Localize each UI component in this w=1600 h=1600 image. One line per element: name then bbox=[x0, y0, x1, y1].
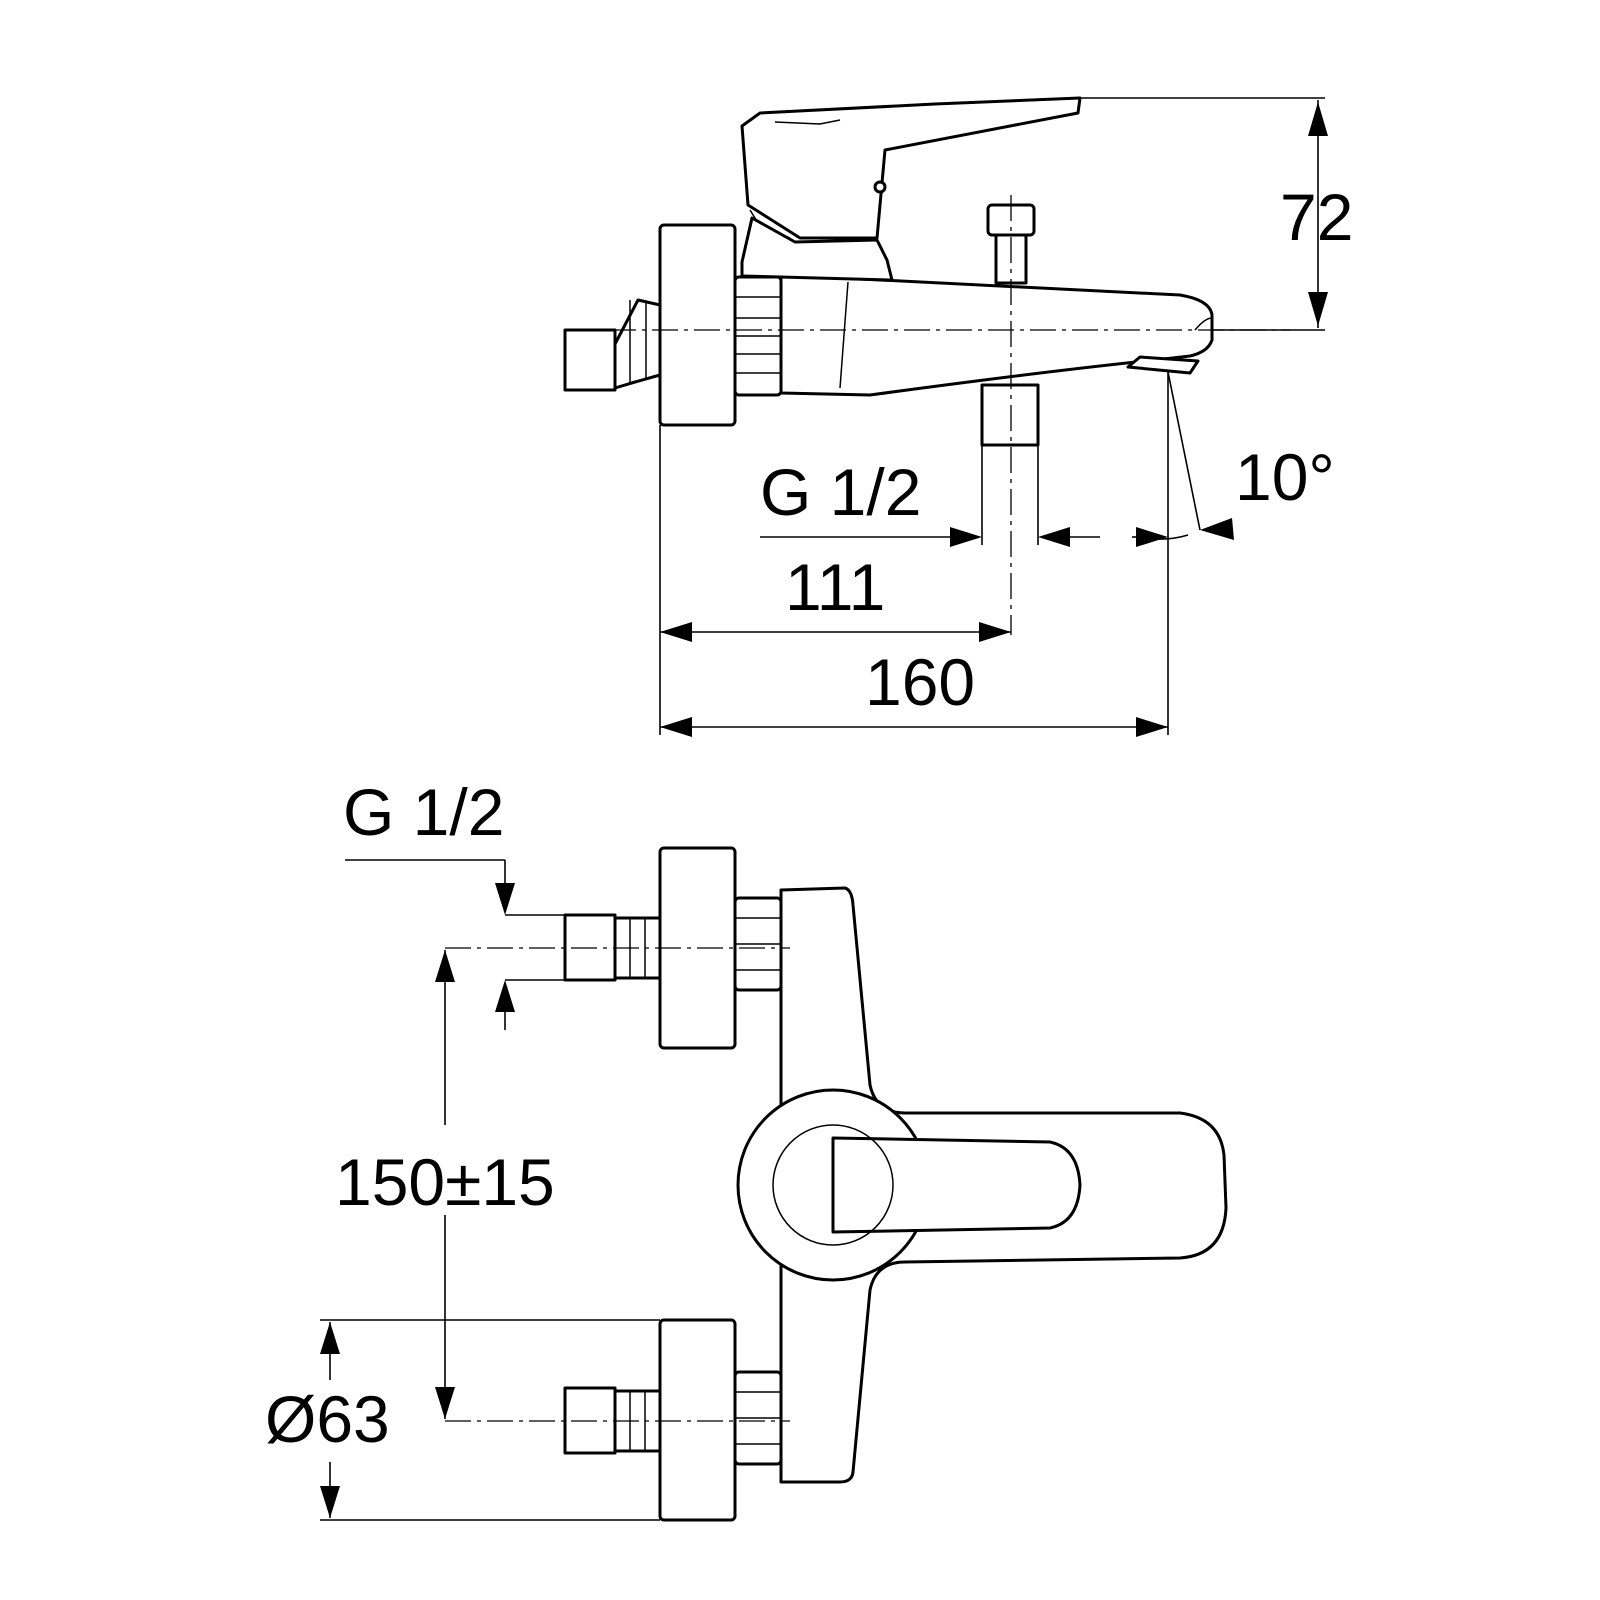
dim-63-label: Ø63 bbox=[265, 1382, 390, 1456]
dim-g-half-front-label: G 1/2 bbox=[343, 775, 504, 849]
dim-10-degree bbox=[1132, 371, 1234, 735]
side-shower-outlet bbox=[980, 383, 1040, 447]
dim-150 bbox=[435, 950, 455, 1419]
side-hex-nut bbox=[733, 275, 783, 397]
dim-63 bbox=[320, 1319, 660, 1521]
dim-111-label: 111 bbox=[785, 550, 885, 624]
dim-150-label: 150±15 bbox=[335, 1145, 555, 1219]
front-view: G 1/2 150±15 Ø63 bbox=[265, 775, 1228, 1522]
front-lever-handle bbox=[831, 1136, 1082, 1234]
dim-160 bbox=[660, 717, 1168, 737]
dim-g-half-front bbox=[345, 859, 565, 1030]
dim-160-label: 160 bbox=[865, 645, 975, 719]
dim-g-half-side-label: G 1/2 bbox=[760, 455, 921, 529]
side-cartridge-neck bbox=[740, 216, 894, 282]
dim-72-label: 72 bbox=[1280, 180, 1353, 254]
front-lower-inlet bbox=[563, 1318, 783, 1522]
side-wall-flange bbox=[658, 223, 737, 427]
dim-72 bbox=[1080, 97, 1328, 331]
side-eccentric-connector bbox=[563, 298, 662, 392]
dim-g-half-side bbox=[760, 445, 1100, 547]
dim-10-degree-label: 10° bbox=[1235, 440, 1335, 514]
side-lever-handle bbox=[740, 96, 1082, 240]
side-aerator bbox=[1126, 355, 1200, 375]
dim-111 bbox=[659, 425, 1011, 735]
side-view: 72 G 1/2 10° 111 bbox=[563, 96, 1353, 737]
side-mixer-body bbox=[779, 273, 1214, 397]
